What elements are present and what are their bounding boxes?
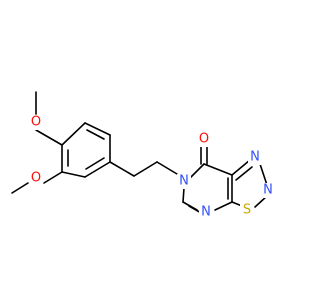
benzene-bond: [61, 171, 86, 178]
benzene-double-bond-inner: [85, 157, 105, 170]
bond-o-bottom-ring: [43, 171, 63, 184]
ring-double-bond: [235, 166, 253, 181]
ring-bond: [259, 163, 268, 186]
bond-ch2-n: [156, 161, 178, 175]
atom-n-thiadiazole-top: N: [248, 150, 262, 165]
ring-bond: [203, 163, 233, 176]
atom-label-s: S: [243, 203, 251, 218]
atom-s-thiadiazole: S: [240, 203, 254, 218]
bond-o-top-ring: [35, 129, 63, 146]
benzene-bond: [84, 122, 111, 136]
atom-label-o: O: [31, 171, 41, 186]
atom-n-ring: N: [177, 174, 191, 189]
atom-o-methoxy-bottom: O: [29, 171, 43, 186]
benzene-ring: [61, 122, 111, 178]
atom-o-methoxy-top: O: [29, 115, 43, 130]
ring-bond: [214, 201, 233, 211]
atom-label-n: N: [201, 205, 211, 220]
atom-n-pyrimidine: N: [199, 205, 213, 220]
atom-label-n: N: [179, 174, 189, 189]
benzene-double-bond-inner: [86, 129, 105, 140]
molecule-drawing: O O O N N N N S: [11, 91, 275, 220]
atom-label-n: N: [250, 150, 260, 165]
pyrimidinone-ring: [182, 163, 233, 215]
ring-bond: [189, 163, 205, 179]
bond-ch2-ch2: [133, 161, 158, 177]
atom-label-n: N: [263, 183, 273, 198]
ring-bond: [231, 159, 251, 176]
bond-ring-ch2: [109, 161, 135, 177]
atom-o-carbonyl: O: [197, 132, 211, 147]
ring-bond: [182, 187, 185, 203]
benzene-bond: [61, 122, 86, 146]
molecule-svg: O O O N N N N S: [11, 91, 275, 220]
benzene-bond: [84, 161, 111, 178]
atom-label-o: O: [31, 115, 41, 130]
atom-n-thiadiazole-right: N: [261, 183, 275, 198]
atom-label-o: O: [199, 132, 209, 147]
bond-methyl-o-bottom: [11, 182, 29, 194]
